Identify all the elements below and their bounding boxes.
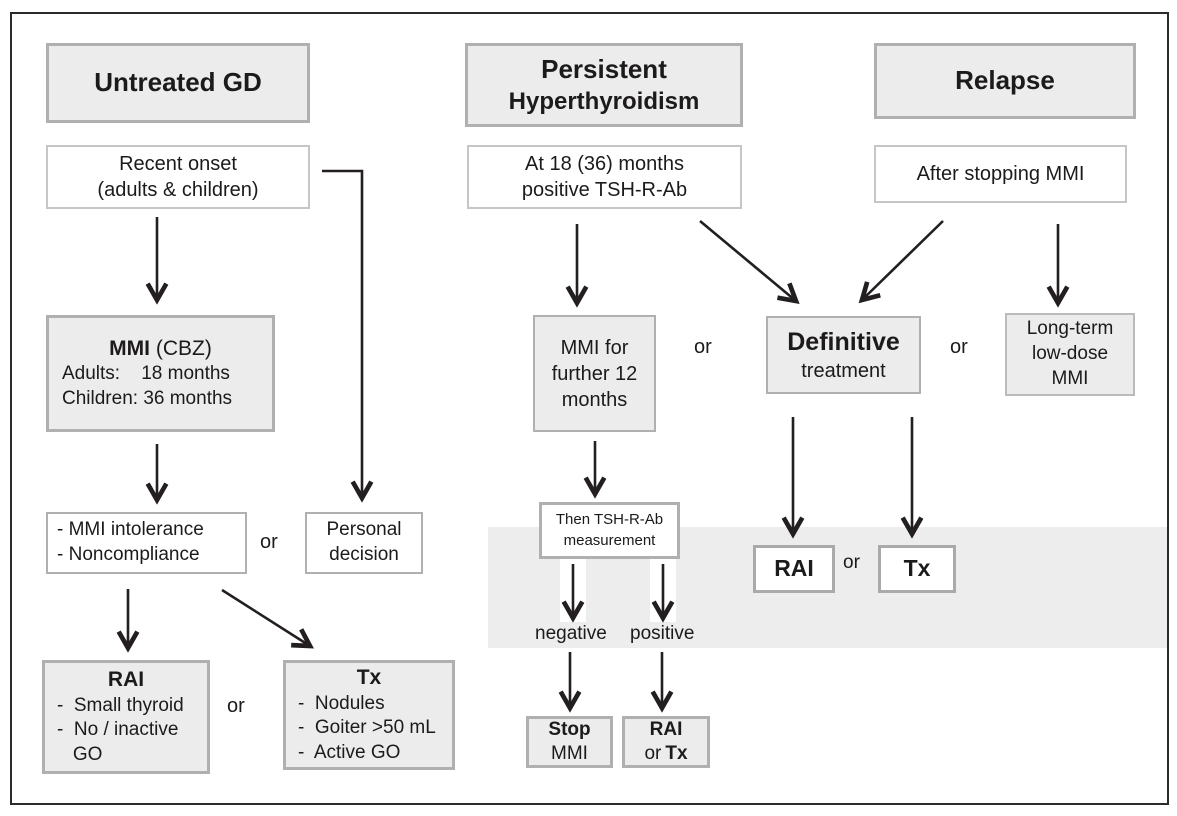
- negative-label: negative: [535, 623, 607, 644]
- or-label-mmifurther-definitive: or: [694, 336, 712, 358]
- box-at-18-months: At 18 (36) months positive TSH-R-Ab: [467, 145, 742, 209]
- box-tx-left: Tx - Nodules - Goiter >50 mL - Active GO: [283, 660, 455, 770]
- rai-left-title: RAI: [107, 668, 145, 692]
- persistent-line1: Persistent: [541, 54, 667, 85]
- or-label-definitive-longterm: or: [950, 336, 968, 358]
- personal-decision-label: Personal decision: [326, 519, 402, 565]
- box-definitive-treatment: Definitive treatment: [766, 316, 921, 394]
- definitive-line2: treatment: [801, 360, 886, 383]
- box-rai-left: RAI - Small thyroid - No / inactive GO: [42, 660, 210, 774]
- definitive-line1: Definitive: [787, 327, 900, 356]
- cbz-label: (CBZ): [150, 337, 212, 361]
- header-untreated-gd: Untreated GD: [46, 43, 310, 123]
- mmi-further-label: MMI for further 12 months: [551, 336, 638, 411]
- header-untreated-gd-label: Untreated GD: [94, 67, 262, 98]
- arrow-backing-strip: [650, 558, 676, 622]
- long-term-mmi-label: Long-term low-dose MMI: [1026, 318, 1114, 389]
- box-mmi-cbz: MMI (CBZ) Adults: 18 months Children: 36…: [46, 315, 275, 432]
- box-recent-onset: Recent onset (adults & children): [46, 145, 310, 209]
- box-tx-band: Tx: [878, 545, 956, 593]
- header-relapse-label: Relapse: [955, 65, 1055, 96]
- positive-label: positive: [630, 623, 695, 644]
- recent-onset-label: Recent onset (adults & children): [97, 153, 259, 201]
- tx-left-body: - Nodules - Goiter >50 mL - Active GO: [298, 692, 436, 763]
- rai-or-tx-tx: Tx: [665, 743, 688, 764]
- box-personal-decision: Personal decision: [305, 512, 423, 574]
- or-label-rai-tx-band: or: [843, 552, 860, 573]
- arrow-backing-strip: [560, 558, 586, 622]
- stop-mmi-line1: Stop: [548, 719, 591, 741]
- rai-or-tx-line1: RAI: [649, 719, 683, 741]
- stop-mmi-line2: MMI: [551, 743, 588, 764]
- mmi-intolerance-label: - MMI intolerance - Noncompliance: [57, 519, 204, 565]
- at-18-months-label: At 18 (36) months positive TSH-R-Ab: [521, 153, 688, 201]
- rai-left-body: - Small thyroid - No / inactive GO: [57, 694, 184, 765]
- after-stopping-mmi-label: After stopping MMI: [916, 163, 1085, 185]
- then-tshrab-label: Then TSH-R-Ab measurement: [555, 511, 664, 549]
- box-stop-mmi: Stop MMI: [526, 716, 613, 768]
- mmi-cbz-title: MMI (CBZ): [109, 335, 212, 362]
- mmi-bold-label: MMI: [109, 337, 150, 361]
- tx-left-title: Tx: [356, 666, 382, 690]
- box-rai-band: RAI: [753, 545, 835, 593]
- mmi-cbz-body: Adults: 18 months Children: 36 months: [62, 363, 233, 410]
- rai-or-tx-or: or: [644, 743, 662, 764]
- header-persistent-hyperthyroidism: Persistent Hyperthyroidism: [465, 43, 743, 127]
- box-after-stopping-mmi: After stopping MMI: [874, 145, 1127, 203]
- box-mmi-further: MMI for further 12 months: [533, 315, 656, 432]
- or-label-rai-tx-left: or: [227, 695, 245, 717]
- box-mmi-intolerance: - MMI intolerance - Noncompliance: [46, 512, 247, 574]
- box-long-term-mmi: Long-term low-dose MMI: [1005, 313, 1135, 396]
- header-relapse: Relapse: [874, 43, 1136, 119]
- or-label-intolerance-personal: or: [260, 531, 278, 553]
- tx-band-label: Tx: [903, 555, 931, 582]
- rai-band-label: RAI: [774, 555, 814, 582]
- persistent-line2: Hyperthyroidism: [508, 87, 700, 115]
- box-then-tshrab: Then TSH-R-Ab measurement: [539, 502, 680, 559]
